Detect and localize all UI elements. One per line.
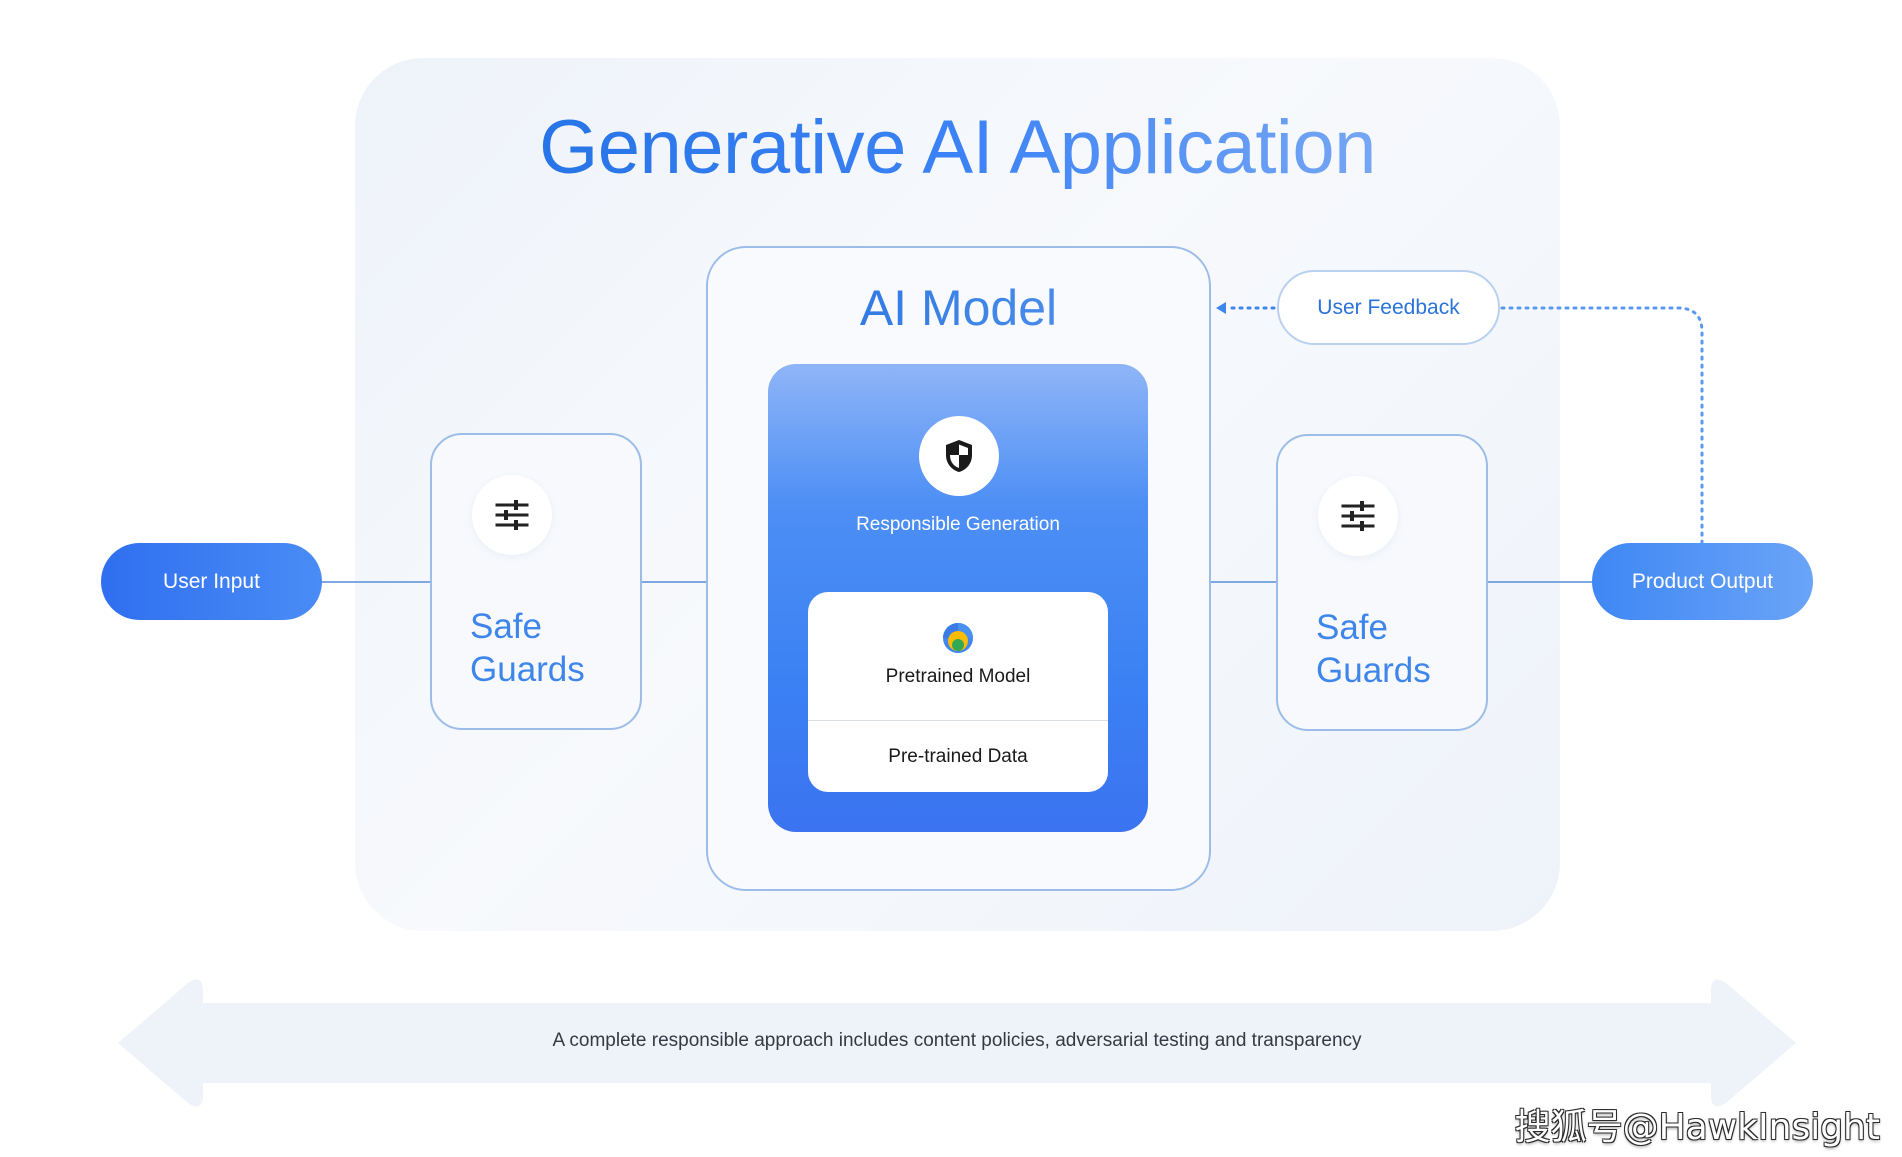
user-feedback-label: User Feedback bbox=[1317, 295, 1460, 319]
pretrained-model-label: Pretrained Model bbox=[885, 666, 1031, 687]
responsible-generation-label: Responsible Generation bbox=[856, 514, 1060, 535]
safeguards-label-line2: Guards bbox=[1316, 651, 1431, 690]
ai-model-title: AI Model bbox=[708, 278, 1209, 338]
divider bbox=[808, 720, 1108, 721]
feedback-loop-arrow bbox=[1216, 302, 1704, 544]
user-input-node: User Input bbox=[101, 543, 322, 620]
watermark: 搜狐号@HawkInsight bbox=[1514, 1107, 1880, 1148]
approach-caption: A complete responsible approach includes… bbox=[552, 1030, 1362, 1051]
safeguards-label-line1: Safe bbox=[470, 607, 542, 646]
diagram-title: Generative AI Application bbox=[355, 102, 1560, 193]
user-input-label: User Input bbox=[163, 569, 260, 593]
safeguards-output-card: Safe Guards bbox=[1276, 434, 1488, 731]
safeguards-input-card: Safe Guards bbox=[430, 433, 642, 730]
connector-safeguards-to-model bbox=[642, 581, 706, 583]
pretrained-model-card: Pretrained Model Pre-trained Data bbox=[808, 592, 1108, 792]
safeguards-label-line1: Safe bbox=[1316, 608, 1388, 647]
responsible-generation-panel: Responsible Generation Pretrained Model … bbox=[768, 364, 1148, 832]
sliders-icon bbox=[472, 475, 552, 555]
product-output-node: Product Output bbox=[1592, 543, 1813, 620]
safeguards-label-line2: Guards bbox=[470, 650, 585, 689]
safeguards-label: Safe Guards bbox=[470, 605, 640, 691]
product-output-label: Product Output bbox=[1631, 569, 1774, 593]
shield-icon bbox=[919, 416, 999, 496]
safeguards-label: Safe Guards bbox=[1316, 606, 1486, 692]
connector-safeguards-to-output bbox=[1488, 581, 1592, 583]
double-headed-arrow bbox=[118, 979, 1796, 1107]
sliders-icon bbox=[1318, 476, 1398, 556]
pretrained-data-label: Pre-trained Data bbox=[888, 746, 1028, 767]
google-logo-icon bbox=[943, 623, 973, 653]
user-feedback-node: User Feedback bbox=[1277, 270, 1500, 345]
connector-input-to-safeguards bbox=[322, 581, 430, 583]
connector-model-to-safeguards bbox=[1211, 581, 1276, 583]
